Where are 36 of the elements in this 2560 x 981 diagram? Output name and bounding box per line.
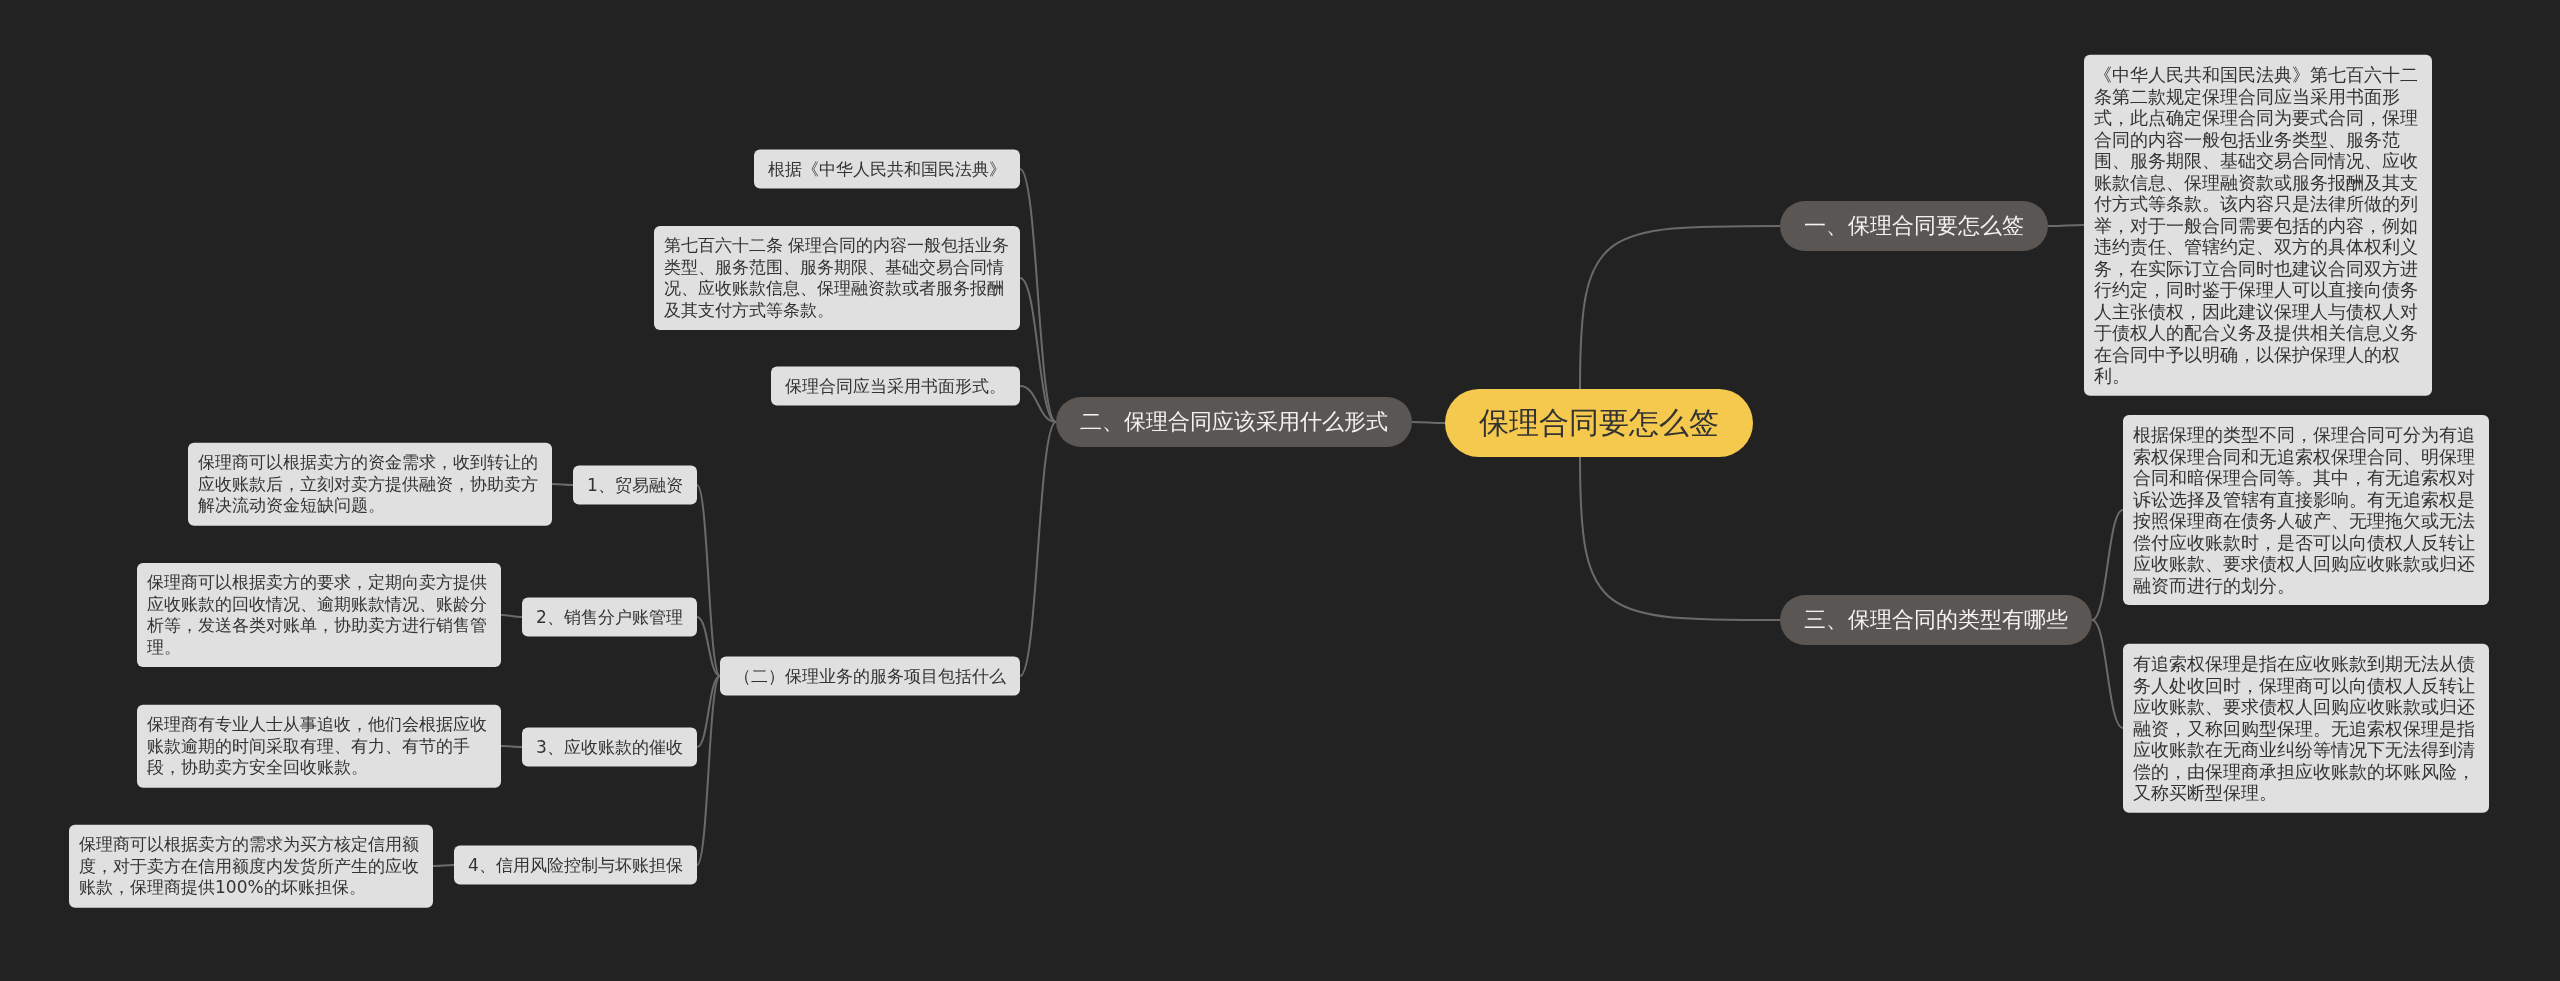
connector-line xyxy=(696,484,721,677)
connector-line xyxy=(1019,385,1057,423)
connector-line xyxy=(696,675,721,866)
branch-topic: 二、保理合同应该采用什么形式 xyxy=(1056,397,1412,447)
note-box: 保理商可以根据卖方的要求，定期向卖方提供应收账款的回收情况、逾期账款情况、账龄分析等，发送各类对账单，协助卖方进行销售管理。 xyxy=(137,563,501,667)
connector-line xyxy=(432,864,455,867)
connector-line xyxy=(696,675,721,748)
subtopic-box: 根据《中华人民共和国民法典》 xyxy=(754,149,1020,189)
subtopic-box: （二）保理业务的服务项目包括什么 xyxy=(720,656,1020,696)
connector-line xyxy=(2091,619,2124,729)
connector-line xyxy=(500,614,523,618)
connector-line xyxy=(1019,421,1057,677)
connector-line xyxy=(551,483,574,486)
subtopic-box: 2、销售分户账管理 xyxy=(522,597,697,637)
connector-line xyxy=(2091,509,2124,621)
note-box: 有追索权保理是指在应收账款到期无法从债务人处收回时，保理商可以向债权人反转让应收账款、要求债权人回购应收账款或归还融资，又称回购型保理。无追索权保理是指应收账款在无商业纠纷等情况下无法得到清偿的，由保理商承担应收账款的坏账风险，又称买断型保理。 xyxy=(2123,643,2489,813)
note-box: 根据保理的类型不同，保理合同可分为有追索权保理合同和无追索权保理合同、明保理合同和暗保理合同等。其中，有无追索权对诉讼选择及管辖有直接影响。有无追索权是按照保理商在债务人破产、无理拖欠或无法偿付应收账款时，是否可以向债权人反转让应收账款、要求债权人回购应收账款或归还融资而进行的划分。 xyxy=(2123,415,2489,605)
connector-line xyxy=(1019,168,1057,423)
note-box: 《中华人民共和国民法典》第七百六十二条第二款规定保理合同应当采用书面形式，此点确定保理合同为要式合同，保理合同的内容一般包括业务类型、服务范围、服务期限、基础交易合同情况、应收账款信息、保理融资款或服务报酬及其支付方式等条款。该内容只是法律所做的列举，对于一般合同需要包括的内容，例如违约责任、管辖约定、双方的具体权利义务，在实际订立合同时也建议合同双方进行约定，同时鉴于保理人可以直接向债务人主张债权，因此建议保理人与债权人对于债权人的配合义务及提供相关信息义务在合同中予以明确，以保护保理人的权利。 xyxy=(2084,54,2432,396)
subtopic-box: 保理合同应当采用书面形式。 xyxy=(771,366,1020,406)
connector-line xyxy=(1579,456,1781,621)
branch-topic: 三、保理合同的类型有哪些 xyxy=(1780,595,2092,645)
note-box: 保理商可以根据卖方的资金需求，收到转让的应收账款后，立刻对卖方提供融资，协助卖方解决流动资金短缺问题。 xyxy=(188,442,552,526)
connector-line xyxy=(2047,224,2085,227)
branch-topic: 一、保理合同要怎么签 xyxy=(1780,201,2048,251)
connector-line xyxy=(696,616,721,677)
subtopic-box: 1、贸易融资 xyxy=(573,465,697,505)
note-box: 保理商可以根据卖方的需求为买方核定信用额度，对于卖方在信用额度内发货所产生的应收账款，保理商提供100%的坏账担保。 xyxy=(69,824,433,908)
central-topic: 保理合同要怎么签 xyxy=(1445,389,1753,457)
note-box: 第七百六十二条 保理合同的内容一般包括业务类型、服务范围、服务期限、基础交易合同情况、应收账款信息、保理融资款或者服务报酬及其支付方式等条款。 xyxy=(654,226,1020,330)
connector-line xyxy=(1411,421,1446,424)
note-box: 保理商有专业人士从事追收，他们会根据应收账款逾期的时间采取有理、有力、有节的手段，协助卖方安全回收账款。 xyxy=(137,704,501,788)
subtopic-box: 3、应收账款的催收 xyxy=(522,727,697,767)
connector-line xyxy=(1579,225,1781,390)
connector-line xyxy=(500,745,523,748)
subtopic-box: 4、信用风险控制与坏账担保 xyxy=(454,845,697,885)
